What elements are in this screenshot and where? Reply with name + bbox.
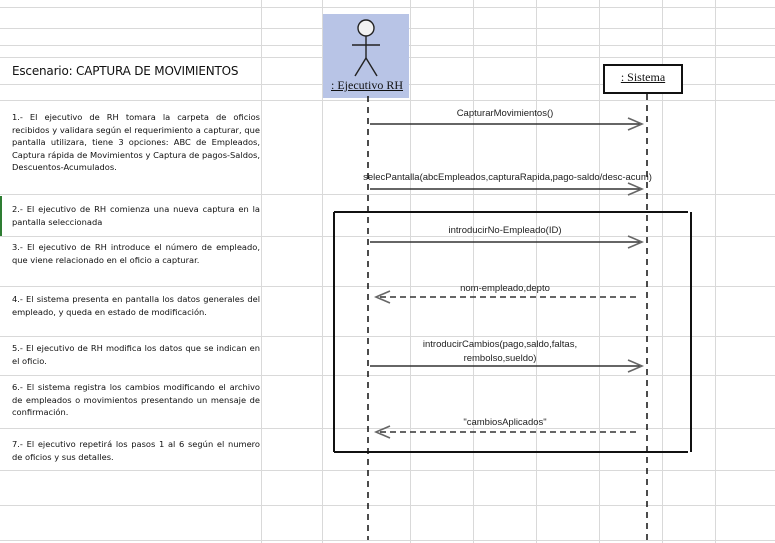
stick-figure-icon	[352, 19, 380, 77]
message-label-5-line-1: introducirCambios(pago,saldo,faltas,	[422, 339, 578, 350]
message-label-3: introducirNo-Empleado(ID)	[448, 225, 562, 236]
step-5: 5.- El ejecutivo de RH modifica los dato…	[12, 343, 260, 366]
arrow-head-icon	[627, 117, 645, 131]
arrow-head-icon	[627, 359, 645, 373]
arrow-head-icon	[627, 182, 645, 196]
scenario-title: Escenario: CAPTURA DE MOVIMIENTOS	[12, 64, 239, 78]
message-label-4: nom-empleado,depto	[460, 283, 550, 294]
step-4: 4.- El sistema presenta en pantalla los …	[12, 294, 260, 317]
arrow-head-icon	[627, 235, 645, 249]
message-label-5-line-2: rembolso,sueldo)	[463, 353, 537, 364]
actor-label: : Ejecutivo RH	[331, 78, 403, 92]
message-label-1: CapturarMovimientos()	[456, 108, 554, 119]
message-label-6: "cambiosAplicados"	[463, 417, 547, 428]
arrow-head-icon	[373, 425, 391, 439]
system-box	[603, 64, 683, 94]
arrow-head-icon	[373, 290, 391, 304]
loop-frame	[333, 211, 692, 453]
step-3: 3.- El ejecutivo de RH introduce el núme…	[12, 242, 260, 265]
system-label: : Sistema	[620, 70, 666, 84]
step-6: 6.- El sistema registra los cambios modi…	[12, 382, 260, 418]
step-2: 2.- El ejecutivo de RH comienza una nuev…	[12, 204, 260, 227]
row-marker	[0, 196, 2, 236]
step-7: 7.- El ejecutivo repetirá los pasos 1 al…	[12, 439, 260, 462]
message-label-5: introducirCambios(pago,saldo,faltas, rem…	[380, 338, 620, 366]
message-label-2: selecPantalla(abcEmpleados,capturaRapida…	[363, 172, 652, 183]
step-1: 1.- El ejecutivo de RH tomara la carpeta…	[12, 112, 260, 173]
